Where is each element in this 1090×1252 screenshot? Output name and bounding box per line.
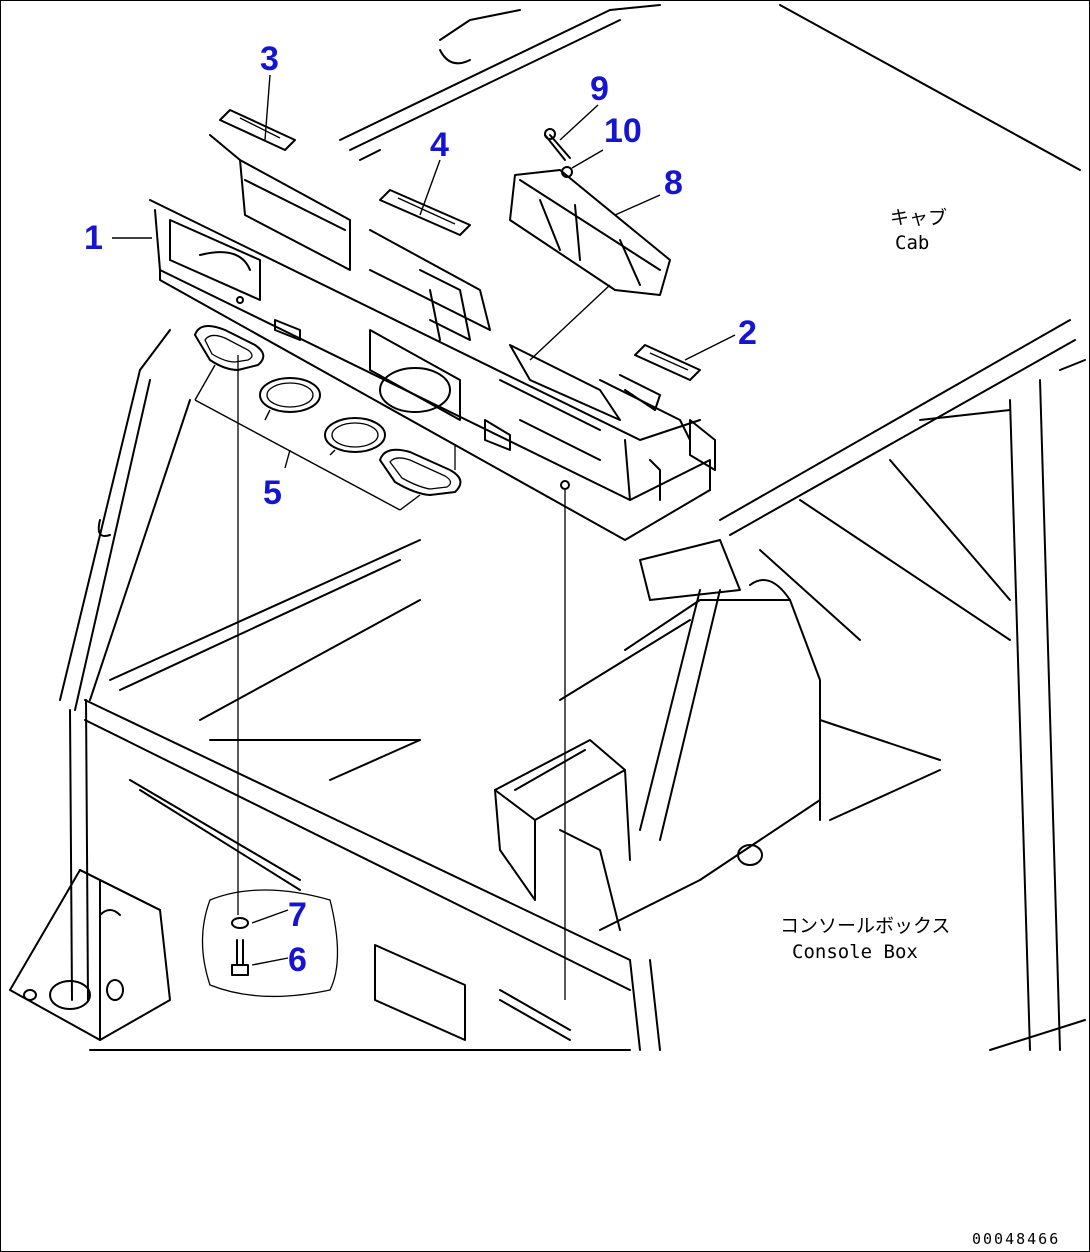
gasket-part-2 (619, 344, 701, 411)
callout-10: 10 (604, 112, 642, 150)
callout-9: 9 (590, 70, 609, 108)
gasket-part-4 (379, 189, 471, 236)
bolt-part-9 (544, 128, 571, 161)
callout-7: 7 (288, 896, 307, 934)
callout-1: 1 (84, 219, 103, 257)
callout-leaders (112, 74, 736, 966)
callout-2: 2 (738, 314, 757, 352)
mounting-bracket (9, 869, 171, 1041)
console-caption-en: Console Box (792, 941, 918, 963)
callout-3: 3 (260, 40, 279, 78)
drawing-number: 00048466 (972, 1230, 1060, 1248)
cab-left-frame (59, 329, 421, 1001)
cab-floor (84, 599, 941, 1051)
cab-roof (339, 4, 1081, 171)
console-caption-jp: コンソールボックス (780, 915, 950, 937)
callout-5: 5 (263, 474, 282, 512)
callout-8: 8 (664, 164, 683, 202)
cab-caption-jp: キャブ (890, 206, 947, 229)
callout-6: 6 (288, 941, 307, 979)
cab-caption-en: Cab (895, 232, 929, 254)
gasket-part-3 (219, 109, 296, 151)
callout-4: 4 (430, 126, 449, 164)
assembly-leaders (237, 355, 566, 1000)
callout-labels: 1 2 3 4 5 6 7 8 9 10 (84, 40, 757, 979)
cover-part-8 (509, 169, 671, 296)
duct-box-part-1 (149, 134, 716, 541)
console-box (494, 539, 821, 931)
cab-right-frame (719, 319, 1086, 1051)
washer-part-10 (561, 166, 573, 178)
seal-rings-part-5 (194, 325, 462, 511)
captions: キャブ Cab コンソールボックス Console Box (780, 206, 950, 963)
fastener-group (201, 889, 339, 998)
